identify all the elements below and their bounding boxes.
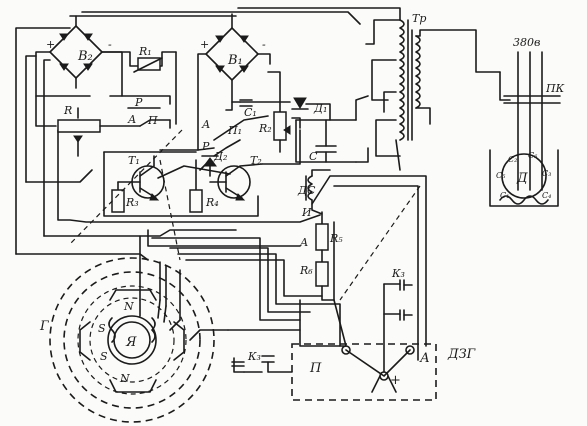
t1-label: T₁ <box>128 154 140 167</box>
bridge-b1: + - B₁ <box>159 13 271 151</box>
p1-label: П₁ <box>227 124 242 137</box>
n2-label: N <box>119 372 130 385</box>
u-label: И <box>301 206 312 219</box>
b1-plus-label: + <box>200 38 209 51</box>
c1-cap-label: C₁ <box>244 106 257 119</box>
b1-minus-label: - <box>262 38 266 51</box>
c6-label: C₆ <box>528 151 538 160</box>
r-label: R <box>63 104 72 117</box>
b1-label: B₁ <box>227 53 243 68</box>
c5-label: C₅ <box>496 171 506 180</box>
generator-leads <box>139 229 347 347</box>
t2-label: T₂ <box>250 154 262 167</box>
plus-low-label: + <box>390 373 401 388</box>
c3-label: C₃ <box>542 169 551 178</box>
rotor-ya <box>107 315 157 365</box>
generator-g: Я Г S S N N <box>39 257 229 423</box>
voltage-label: 380в <box>513 36 540 49</box>
c-label: C <box>309 150 318 163</box>
b2-plus-label: + <box>46 38 55 51</box>
relay-contacts-top: А П <box>127 113 171 129</box>
cap-c1-and-contacts: C₁ А П₁ Р <box>197 99 269 157</box>
dzg-label: ДЗГ <box>447 347 476 362</box>
transformer: Тр <box>365 12 501 171</box>
a-r5-label: А <box>299 236 308 249</box>
diode-d2: Д₂ <box>199 150 227 177</box>
p-label: P <box>134 96 143 109</box>
bridge-b2: + - B₂ <box>35 15 123 97</box>
dc-label: ДС <box>297 184 316 197</box>
s1-label: S <box>98 322 106 335</box>
r2-label: R₂ <box>258 122 272 135</box>
motor-d <box>501 153 547 199</box>
motor-label: Д <box>516 171 528 186</box>
rotor-label: Я <box>125 335 137 350</box>
contactor-label: ПК <box>545 82 565 95</box>
box-a-label: А <box>419 351 430 366</box>
k3-top-label: К₃ <box>391 267 405 280</box>
a-top-label: А <box>127 113 136 126</box>
resistor-r2: R₂ <box>258 71 301 153</box>
box-p-label: П <box>309 361 322 376</box>
d1-label: Д₁ <box>313 102 327 115</box>
r4-label: R₄ <box>205 196 219 209</box>
motor-supply: 380в ПК Д C₂ C₆ C₅ C₃ C₁ C₄ <box>489 36 565 207</box>
p1-low-label: Р <box>201 140 210 153</box>
r3-label: R₃ <box>125 196 139 209</box>
resistor-r1-block: R₁ P <box>101 45 177 125</box>
r1-label: R₁ <box>138 45 152 58</box>
c2-label: C₂ <box>508 155 517 164</box>
d2-label: Д₂ <box>213 150 227 163</box>
dzg-block: ДЗГ П А + <box>291 283 476 401</box>
transformer-label: Тр <box>412 12 426 25</box>
r6-label: R₆ <box>299 264 313 277</box>
b2-minus-label: - <box>108 38 112 51</box>
k3-low-label: К₃ <box>247 350 261 363</box>
diode-d1: Д₁ <box>239 97 331 121</box>
a-mid-label: А <box>201 118 210 131</box>
choke-and-r5-r6: ДС И R₅ А R₆ <box>297 169 427 361</box>
potentiometer-r: R <box>35 95 141 157</box>
dashed-links <box>69 129 421 301</box>
p-top-label: П <box>147 114 158 127</box>
g-label: Г <box>39 319 49 334</box>
resistors-r3-r4: R₃ R₄ <box>111 159 219 213</box>
b2-label: B₂ <box>77 49 93 64</box>
k3-contacts: К₃ <box>383 267 413 321</box>
k3-low: К₃ <box>231 350 293 373</box>
capacitor-c: C <box>295 95 369 163</box>
s2-label: S <box>100 350 108 363</box>
r5-label: R₅ <box>329 232 343 245</box>
c4-label: C₄ <box>542 191 551 200</box>
n1-label: N <box>123 300 134 313</box>
